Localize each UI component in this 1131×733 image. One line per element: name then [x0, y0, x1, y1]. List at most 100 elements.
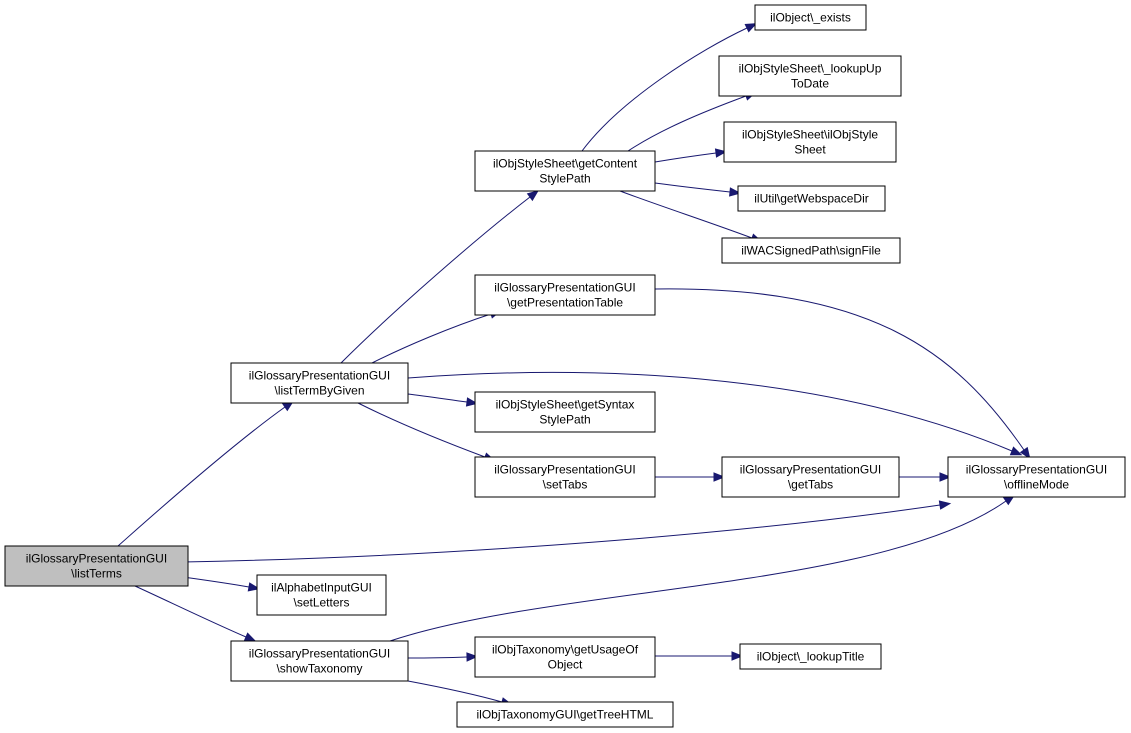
edge-setTabs-to-getTabs	[655, 472, 726, 482]
edge-getTabs-to-offlineMode	[899, 472, 952, 482]
node-label: ilGlossaryPresentationGUI	[494, 281, 635, 295]
node-label: \setLetters	[293, 596, 349, 610]
node-label: ilObjStyleSheet\ilObjStyle	[742, 128, 878, 142]
node-box	[947, 456, 1126, 498]
arrowhead-icon	[247, 582, 261, 592]
node-box	[474, 274, 656, 316]
node-showTaxonomy[interactable]: ilGlossaryPresentationGUI\showTaxonomy	[230, 640, 409, 682]
node-box	[723, 121, 897, 163]
edge-showTaxonomy-to-offlineMode	[389, 494, 1016, 642]
arrowhead-icon	[526, 190, 539, 202]
node-box	[718, 55, 902, 97]
node-getPresentationTable[interactable]: ilGlossaryPresentationGUI\getPresentatio…	[474, 274, 656, 316]
node-listTermByGiven[interactable]: ilGlossaryPresentationGUI\listTermByGive…	[230, 362, 409, 404]
node-label: Sheet	[794, 143, 826, 157]
edge-listTermByGiven-to-setTabs	[357, 402, 496, 462]
edge-line	[654, 182, 731, 193]
arrowhead-icon	[939, 472, 952, 482]
edge-listTerms-to-listTermByGiven	[117, 400, 295, 547]
edge-line	[371, 313, 492, 364]
node-label: ilGlossaryPresentationGUI	[249, 647, 390, 661]
edge-listTermByGiven-to-getSyntaxStylePath	[407, 393, 479, 407]
node-ilObjStyleSheet[interactable]: ilObjStyleSheet\ilObjStyleSheet	[723, 121, 897, 163]
edge-line	[407, 680, 503, 703]
arrowhead-icon	[731, 651, 744, 661]
edge-getPresentationTable-to-offlineMode	[654, 288, 1031, 460]
node-label: ilGlossaryPresentationGUI	[26, 552, 167, 566]
edge-line	[389, 500, 1007, 642]
edge-line	[182, 576, 250, 588]
node-box	[230, 362, 409, 404]
node-box	[739, 643, 882, 670]
node-label: ilGlossaryPresentationGUI	[740, 463, 881, 477]
arrowhead-icon	[243, 632, 257, 642]
node-label: ilObjStyleSheet\_lookupUp	[739, 62, 882, 76]
node-box	[754, 4, 867, 31]
edge-line	[619, 190, 753, 239]
node-setTabs[interactable]: ilGlossaryPresentationGUI\setTabs	[474, 456, 656, 498]
edge-line	[581, 27, 748, 152]
edge-line	[654, 152, 717, 163]
node-box	[721, 237, 901, 264]
edge-showTaxonomy-to-getUsageOfObject	[407, 652, 479, 662]
node-getTabs[interactable]: ilGlossaryPresentationGUI\getTabs	[721, 456, 900, 498]
arrowhead-icon	[713, 472, 726, 482]
node-label: ilObjTaxonomyGUI\getTreeHTML	[477, 708, 654, 722]
node-label: \showTaxonomy	[276, 662, 362, 676]
node-label: ilAlphabetInputGUI	[271, 581, 372, 595]
edge-listTermByGiven-to-getPresentationTable	[371, 309, 502, 364]
node-box	[737, 185, 886, 212]
edge-getContentStylePath-to-ilObjStyleSheet	[654, 148, 728, 163]
node-setLetters[interactable]: ilAlphabetInputGUI\setLetters	[256, 574, 387, 616]
edge-line	[407, 371, 1013, 452]
edge-listTerms-to-offlineMode	[182, 500, 952, 563]
node-label: Object	[548, 658, 583, 672]
node-label: \getPresentationTable	[507, 296, 623, 310]
arrowhead-icon	[466, 652, 479, 662]
edge-getContentStylePath-to-exists	[581, 23, 758, 152]
node-label: StylePath	[539, 172, 590, 186]
node-label: \listTerms	[71, 567, 122, 581]
arrowhead-icon	[938, 500, 952, 510]
arrowhead-icon	[1009, 446, 1023, 456]
node-label: \getTabs	[788, 478, 833, 492]
node-signFile[interactable]: ilWACSignedPath\signFile	[721, 237, 901, 264]
arrowhead-icon	[714, 148, 728, 158]
edge-line	[182, 504, 941, 563]
node-label: StylePath	[539, 413, 590, 427]
node-label: ilWACSignedPath\signFile	[741, 244, 881, 258]
node-label: ilGlossaryPresentationGUI	[966, 463, 1107, 477]
edge-line	[654, 288, 1025, 451]
edge-line	[407, 656, 468, 659]
node-lookupTitle[interactable]: ilObject\_lookupTitle	[739, 643, 882, 670]
node-box	[721, 456, 900, 498]
node-label: \setTabs	[543, 478, 588, 492]
arrowhead-icon	[744, 23, 758, 33]
node-label: ilObject\_exists	[770, 11, 851, 25]
arrowhead-icon	[729, 187, 742, 197]
call-graph-edges	[117, 23, 1031, 707]
node-box	[474, 391, 656, 433]
node-box	[456, 701, 674, 728]
edge-listTerms-to-setLetters	[182, 576, 261, 592]
edge-listTermByGiven-to-offlineMode	[407, 371, 1023, 456]
node-box	[4, 545, 189, 587]
node-listTerms[interactable]: ilGlossaryPresentationGUI\listTerms	[4, 545, 189, 587]
node-box	[474, 636, 656, 678]
node-getWebspaceDir[interactable]: ilUtil\getWebspaceDir	[737, 185, 886, 212]
arrowhead-icon	[1019, 446, 1031, 460]
edge-line	[407, 393, 468, 403]
node-getTreeHTML[interactable]: ilObjTaxonomyGUI\getTreeHTML	[456, 701, 674, 728]
node-exists[interactable]: ilObject\_exists	[754, 4, 867, 31]
node-label: ToDate	[791, 77, 829, 91]
arrowhead-icon	[465, 397, 479, 407]
node-offlineMode[interactable]: ilGlossaryPresentationGUI\offlineMode	[947, 456, 1126, 498]
node-label: ilObjStyleSheet\getSyntax	[496, 398, 635, 412]
edge-line	[627, 95, 747, 152]
node-box	[230, 640, 409, 682]
